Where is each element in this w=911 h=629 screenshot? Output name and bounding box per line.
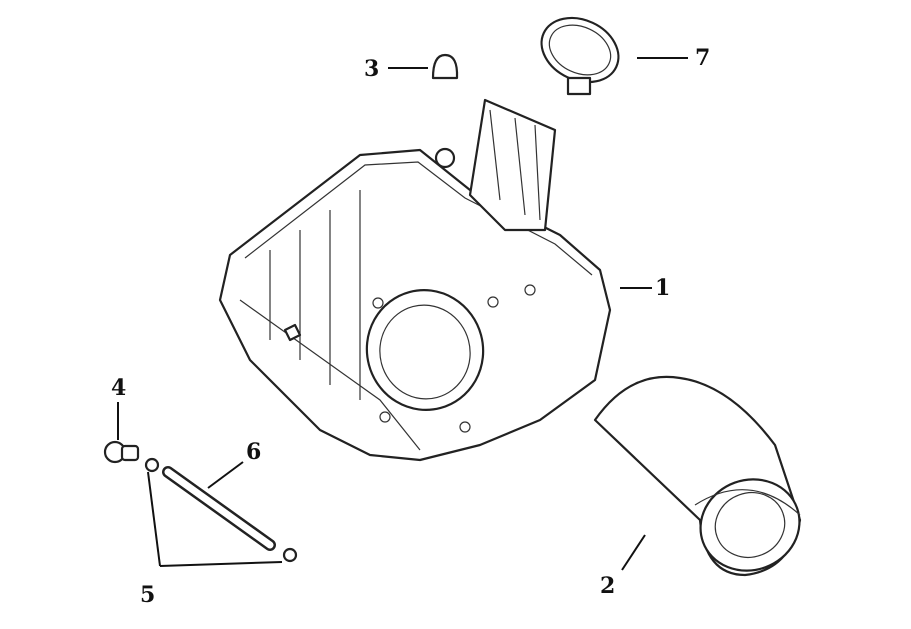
cap	[431, 53, 459, 80]
callout-4: 4	[111, 375, 127, 401]
callout-1: 1	[655, 275, 671, 301]
callout-3: 3	[364, 56, 380, 82]
hose-clamp	[144, 457, 160, 473]
filter-element	[593, 375, 802, 577]
intake-clamp	[540, 16, 620, 96]
callout-7: 7	[695, 45, 711, 71]
callout-5: 5	[140, 582, 156, 608]
callout-2: 2	[600, 573, 616, 599]
hose-clamp	[282, 547, 298, 563]
callout-6: 6	[246, 439, 262, 465]
drain-plug	[103, 440, 140, 464]
air-filter-housing	[218, 98, 612, 462]
